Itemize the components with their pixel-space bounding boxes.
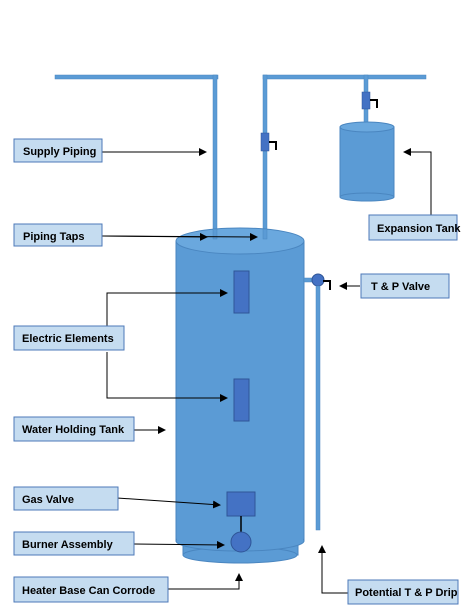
label-water-holding-tank: Water Holding Tank	[13, 416, 135, 442]
arrow-piping-taps-right	[101, 232, 258, 241]
label-water-holding-tank-text: Water Holding Tank	[22, 424, 125, 436]
supply-pipe-left-horizontal	[54, 74, 219, 80]
arrow-electric-lower	[106, 352, 228, 402]
label-burner-assembly-text: Burner Assembly	[22, 539, 114, 551]
expansion-tank-valve-handle	[370, 99, 378, 108]
label-tp-drip-text: Potential T & P Drip	[355, 587, 458, 599]
tp-drip-pipe	[315, 285, 321, 531]
shutoff-valve-handle	[269, 141, 277, 150]
tp-valve-handle	[323, 280, 331, 290]
tank-top	[175, 227, 305, 255]
label-expansion-tank: Expansion Tank	[368, 214, 461, 241]
gas-valve	[226, 491, 256, 517]
supply-pipe-right-horizontal	[262, 74, 427, 80]
label-tp-valve: T & P Valve	[360, 273, 450, 299]
callout-arrows	[101, 148, 432, 594]
arrow-burner-assembly	[133, 540, 225, 549]
label-gas-valve-text: Gas Valve	[22, 494, 74, 506]
arrow-gas-valve	[116, 497, 221, 509]
label-gas-valve: Gas Valve	[13, 486, 119, 511]
arrow-electric-upper	[106, 289, 228, 326]
label-burner-assembly: Burner Assembly	[13, 531, 135, 556]
supply-pipe-right-vertical	[262, 74, 268, 241]
arrow-tp-drip	[318, 545, 348, 594]
expansion-tank	[339, 121, 395, 202]
arrow-heater-base	[168, 573, 243, 590]
label-piping-taps-text: Piping Taps	[23, 231, 85, 243]
label-electric-elements-text: Electric Elements	[22, 333, 114, 345]
label-electric-elements: Electric Elements	[13, 325, 125, 351]
label-piping-taps: Piping Taps	[13, 223, 103, 247]
label-expansion-tank-text: Expansion Tank	[377, 223, 461, 235]
electric-element-lower	[233, 378, 250, 422]
tp-valve	[311, 273, 325, 287]
label-tp-valve-text: T & P Valve	[371, 281, 430, 293]
supply-pipe-left-vertical	[212, 74, 218, 241]
burner-assembly	[230, 531, 252, 553]
label-supply-piping: Supply Piping	[13, 138, 103, 163]
expansion-tank-valve	[361, 91, 371, 110]
label-heater-base: Heater Base Can Corrode	[13, 576, 169, 603]
label-heater-base-text: Heater Base Can Corrode	[22, 585, 155, 597]
electric-element-upper	[233, 270, 250, 314]
arrow-expansion-tank	[403, 148, 432, 215]
shutoff-valve	[260, 132, 270, 152]
piping	[54, 74, 427, 241]
label-supply-piping-text: Supply Piping	[23, 146, 96, 158]
label-tp-drip: Potential T & P Drip	[347, 579, 459, 605]
